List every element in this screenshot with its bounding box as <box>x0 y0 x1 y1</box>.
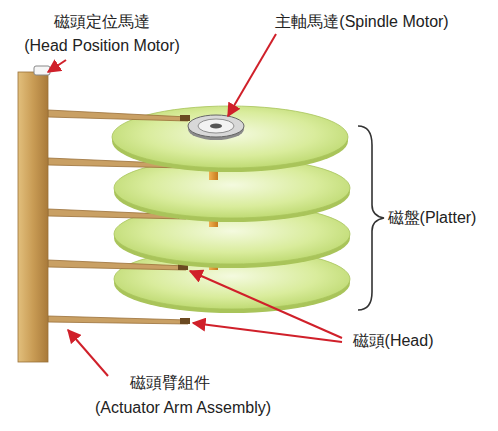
part-label: 磁頭臂組件 <box>130 373 210 392</box>
platter-bracket <box>358 126 384 310</box>
leader-arrows <box>48 34 342 376</box>
part-label: 磁盤(Platter) <box>388 208 477 227</box>
head-position-motor <box>18 66 50 362</box>
part-label: 磁頭(Head) <box>353 331 434 350</box>
part-label: (Actuator Arm Assembly) <box>95 398 271 417</box>
actuator-arm <box>48 316 190 324</box>
part-label: (Head Position Motor) <box>24 36 180 55</box>
part-label: 主軸馬達(Spindle Motor) <box>275 12 448 31</box>
spindle-motor <box>188 115 244 140</box>
part-label: 磁頭定位馬達 <box>54 12 150 31</box>
actuator-arm <box>48 110 190 121</box>
